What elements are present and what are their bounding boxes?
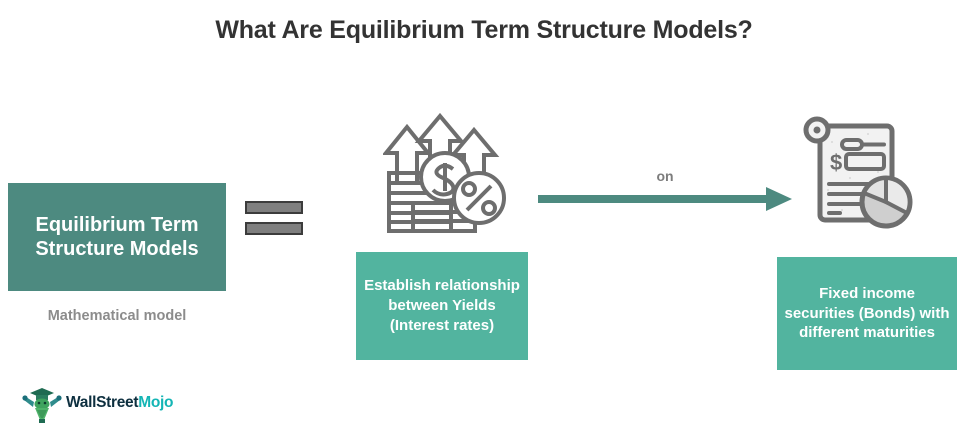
arrow-label-on: on <box>656 168 674 184</box>
equals-bar-top <box>245 201 303 214</box>
equilibrium-term-structure-models-box: Equilibrium Term Structure Models <box>8 183 226 291</box>
right-card-label: Fixed income securities (Bonds) with dif… <box>784 284 950 342</box>
left-box-label: Equilibrium Term Structure Models <box>35 213 199 260</box>
equals-sign-icon <box>245 201 303 241</box>
right-arrow-icon <box>538 186 792 212</box>
mathematical-model-caption: Mathematical model <box>47 308 187 324</box>
wallstreetmojo-bull-mascot-icon <box>22 386 62 424</box>
rising-coins-dollar-percent-icon <box>381 112 507 241</box>
wallstreetmojo-logo[interactable]: WallStreetMojo <box>22 386 182 424</box>
establish-relationship-card: Establish relationship between Yields (I… <box>356 252 528 360</box>
wallstreetmojo-wordmark: WallStreetMojo <box>66 394 174 412</box>
logo-text-primary: WallStreet <box>66 394 139 411</box>
logo-text-secondary: Mojo <box>138 394 174 411</box>
fixed-income-securities-card: Fixed income securities (Bonds) with dif… <box>777 257 957 370</box>
bond-document-pie-chart-icon: $ <box>798 112 918 232</box>
middle-card-label: Establish relationship between Yields (I… <box>364 277 520 334</box>
page-title: What Are Equilibrium Term Structure Mode… <box>215 16 753 44</box>
svg-text:$: $ <box>830 150 842 175</box>
equals-bar-bottom <box>245 222 303 235</box>
